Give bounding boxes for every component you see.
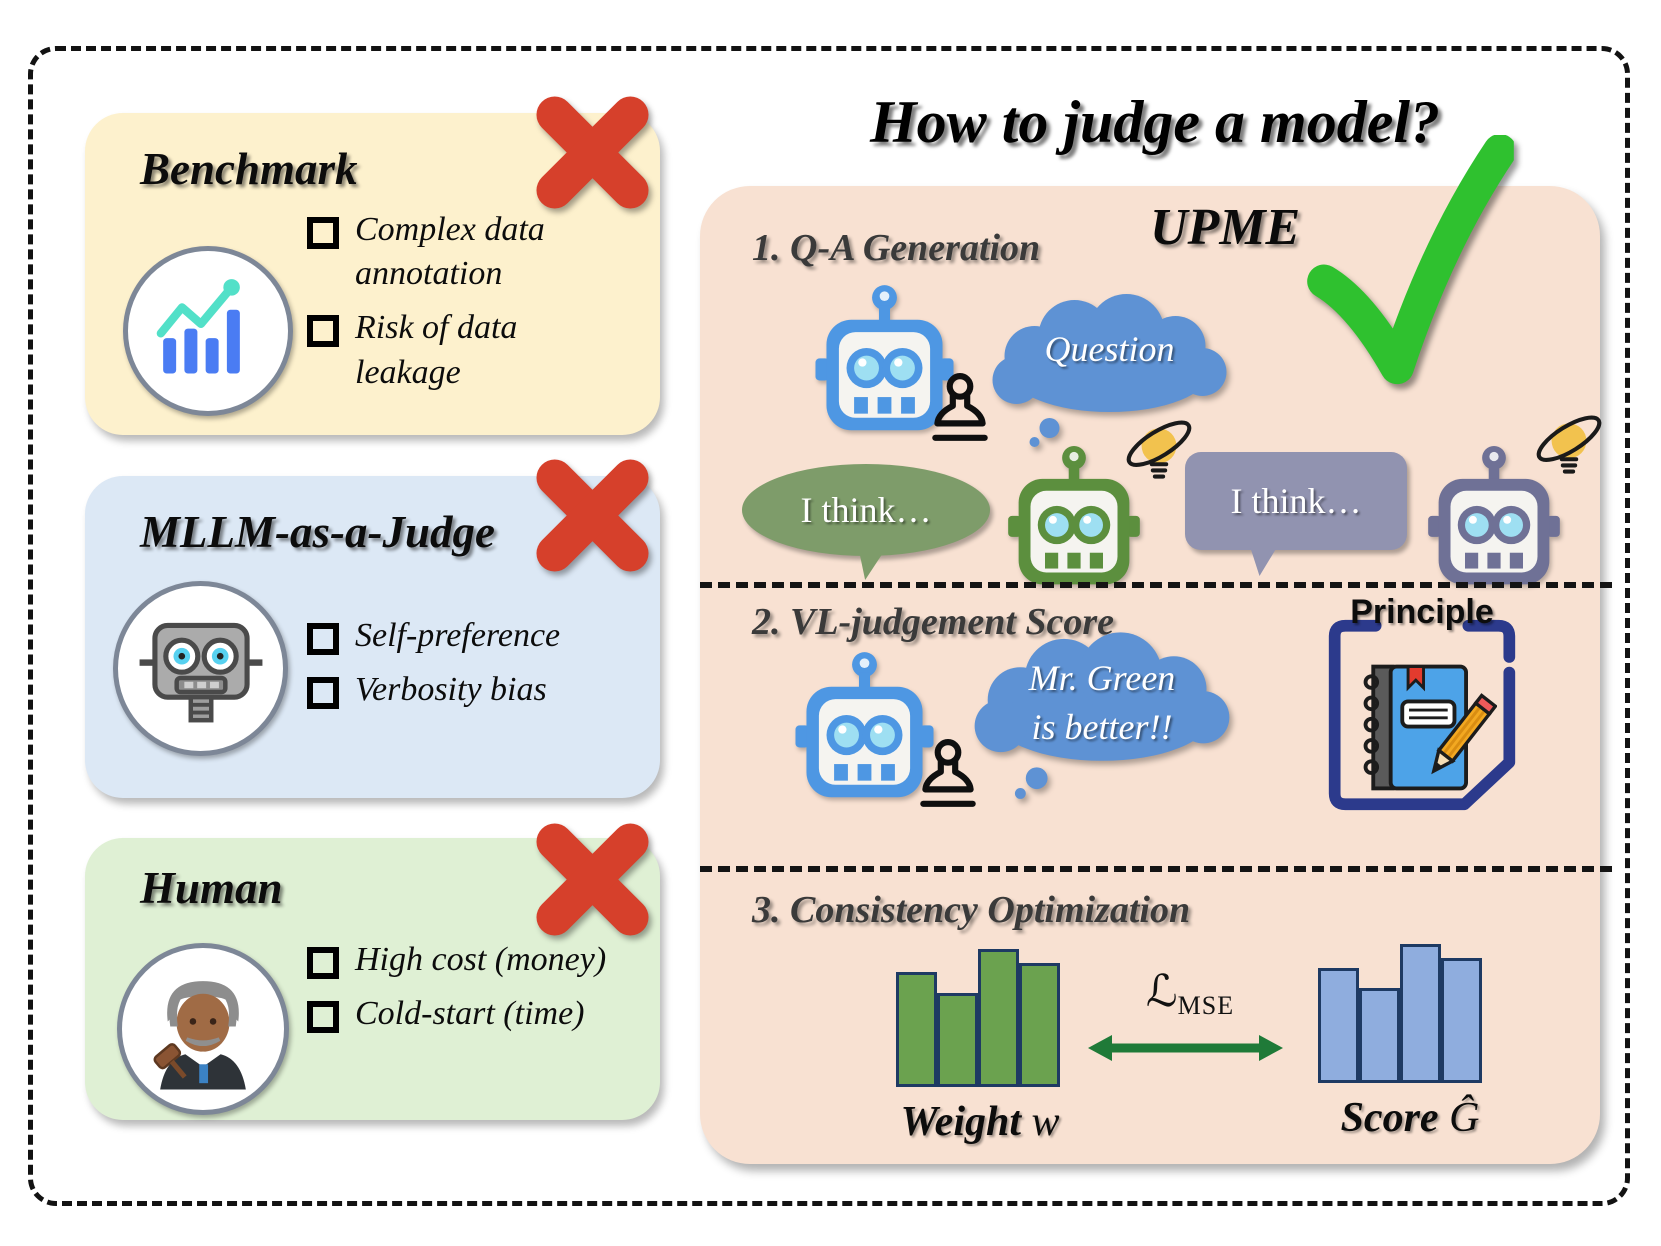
score-variable: Ĝ (1449, 1095, 1480, 1141)
double-arrow-icon (1088, 1028, 1283, 1068)
chart-icon (123, 246, 293, 416)
bubble-line: Mr. Green (1028, 658, 1176, 698)
bar (896, 972, 937, 1087)
outer-dashed-frame (28, 46, 1630, 1206)
benchmark-title: Benchmark (140, 144, 358, 194)
section-2-heading: 2. VL-judgement Score (752, 601, 1115, 643)
mllm-judge-title: MLLM-as-a-Judge (140, 507, 495, 557)
question-speech-cloud: Question (972, 290, 1247, 448)
issue-text: Risk of data leakage (355, 309, 518, 391)
issue-text: Complex data annotation (355, 211, 545, 293)
human-issues-list: High cost (money) Cold-start (time) (307, 938, 652, 1036)
issue-text: Cold-start (time) (355, 995, 585, 1033)
bubble-text: I think… (800, 490, 932, 530)
cross-icon (525, 448, 660, 583)
judgement-bubble-text: Mr. Green is better!! (952, 654, 1252, 751)
cross-icon (525, 812, 660, 947)
list-item: Complex data annotation (307, 208, 607, 296)
bar (1359, 988, 1400, 1083)
issue-text: High cost (money) (355, 941, 607, 978)
section-3-heading: 3. Consistency Optimization (752, 889, 1191, 931)
lightbulb-icon (1528, 408, 1610, 490)
score-label: Score Ĝ (1290, 1094, 1530, 1142)
issue-text: Verbosity bias (355, 671, 547, 709)
cross-icon (525, 85, 660, 220)
page-title: How to judge a model? (870, 89, 1440, 155)
bubble-text: I think… (1230, 481, 1362, 521)
principle-label: Principle (1350, 593, 1494, 631)
checkbox-icon (307, 1001, 339, 1034)
check-icon (1305, 135, 1515, 397)
issue-text: Self-preference (355, 617, 561, 654)
question-bubble-text: Question (1044, 329, 1175, 369)
bar (1318, 968, 1359, 1083)
bar (937, 993, 978, 1087)
upme-label: UPME (1150, 199, 1301, 256)
section-1-heading: 1. Q-A Generation (752, 227, 1041, 269)
benchmark-card: Benchmark Complex data annotation Risk o… (85, 113, 660, 435)
list-item: Risk of data leakage (307, 306, 607, 394)
bar (1019, 963, 1060, 1087)
bar (978, 949, 1019, 1087)
human-title: Human (140, 863, 283, 913)
weight-variable: w (1031, 1099, 1060, 1145)
weight-word: Weight (900, 1099, 1022, 1145)
list-item: High cost (money) (307, 938, 652, 982)
robot-icon (113, 581, 288, 756)
checkbox-icon (307, 623, 339, 655)
benchmark-issues-list: Complex data annotation Risk of data lea… (307, 208, 607, 395)
i-think-bubble-left: I think… (742, 464, 990, 580)
bubble-line: is better!! (1031, 706, 1173, 747)
weight-bar-chart (896, 942, 1060, 1087)
list-item: Verbosity bias (307, 668, 647, 712)
bar (1441, 958, 1482, 1083)
list-item: Cold-start (time) (307, 992, 652, 1036)
loss-subscript: MSE (1177, 991, 1235, 1020)
i-think-bubble-right: I think… (1185, 452, 1407, 576)
section-divider (700, 582, 1612, 588)
notebook-icon (1352, 655, 1497, 800)
score-word: Score (1340, 1095, 1439, 1141)
list-item: Self-preference (307, 614, 647, 658)
mllm-issues-list: Self-preference Verbosity bias (307, 614, 647, 712)
checkbox-icon (307, 947, 339, 979)
judge-icon (117, 943, 289, 1115)
weight-label: Weight w (860, 1098, 1100, 1146)
checkbox-icon (307, 677, 339, 710)
section-divider (700, 866, 1612, 872)
checkbox-icon (307, 315, 339, 348)
checkbox-icon (307, 217, 339, 249)
loss-symbol: ℒ (1145, 966, 1178, 1017)
mse-loss-label: ℒMSE (1105, 966, 1275, 1021)
judgement-speech-cloud: Mr. Green is better!! (952, 628, 1252, 800)
bar (1400, 944, 1441, 1083)
score-bar-chart (1318, 938, 1482, 1083)
